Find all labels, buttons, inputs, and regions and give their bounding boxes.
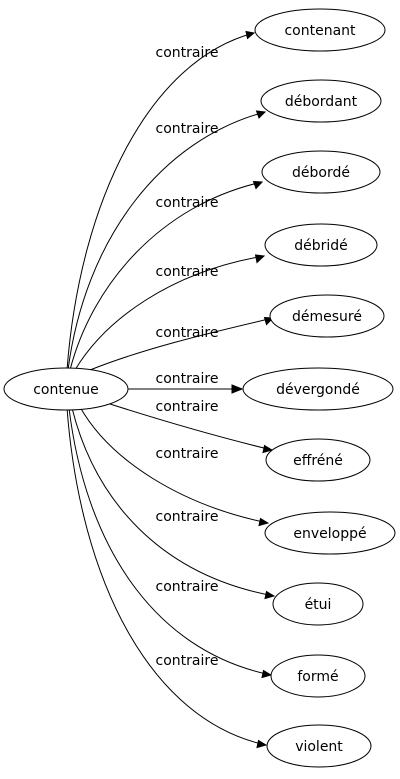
node-enveloppe-shape [264, 511, 396, 555]
edge-label-forme: contraire [156, 579, 219, 595]
node-violent-label: violent [295, 739, 343, 755]
edge-arrow-forme [261, 669, 273, 679]
node-effrene-label: effréné [293, 453, 343, 469]
edge-label-etui: contraire [156, 509, 219, 525]
node-debride-shape [264, 223, 378, 267]
node-contenant: contenant [254, 8, 386, 52]
node-violent: violent [266, 724, 372, 768]
edge-arrow-contenant [245, 30, 256, 40]
node-contenant-label: contenant [284, 23, 356, 39]
node-contenant-shape [254, 8, 386, 52]
edge-label-violent: contraire [156, 653, 219, 669]
target-nodes-group: contenant débordant débordé débridé déme… [242, 8, 396, 768]
node-effrene: effréné [265, 438, 371, 482]
node-effrene-shape [265, 438, 371, 482]
node-deborde-label: débordé [292, 165, 350, 181]
edge-label-contenant: contraire [156, 45, 219, 61]
edge-label-effrene: contraire [156, 399, 219, 415]
edges-group [66, 30, 276, 749]
edge-demesure [89, 317, 274, 371]
node-etui-shape [272, 582, 364, 626]
node-demesure: démesuré [269, 294, 385, 338]
edge-enveloppe [79, 406, 269, 524]
edge-arrow-violent [256, 739, 268, 749]
edge-arrow-debride [254, 254, 266, 264]
edge-contenant [66, 32, 255, 371]
node-violent-shape [266, 724, 372, 768]
node-devergonde-label: dévergondé [276, 382, 360, 398]
edge-label-demesure: contraire [156, 325, 219, 341]
node-root-shape [3, 367, 129, 411]
node-demesure-label: démesuré [292, 309, 362, 325]
node-forme-shape [270, 654, 366, 698]
edge-arrow-effrene [262, 444, 274, 454]
edge-arrow-enveloppe [258, 517, 270, 527]
node-debordant-label: débordant [285, 94, 358, 110]
edge-label-debordant: contraire [156, 121, 219, 137]
edge-arrow-debordant [255, 110, 267, 119]
node-debordant-shape [260, 79, 382, 123]
node-devergonde: dévergondé [242, 367, 394, 411]
edge-debride [74, 255, 265, 371]
edge-arrow-devergonde [231, 384, 244, 394]
node-enveloppe: enveloppé [264, 511, 396, 555]
edge-arrow-deborde [252, 180, 264, 190]
node-root: contenue [3, 367, 129, 411]
edge-etui [71, 407, 275, 597]
edge-label-devergonde: contraire [156, 371, 219, 387]
node-devergonde-shape [242, 367, 394, 411]
edge-debordant [67, 111, 266, 371]
edge-label-deborde: contraire [156, 195, 219, 211]
edge-violent [66, 407, 267, 746]
node-deborde: débordé [261, 150, 381, 194]
node-etui: étui [272, 582, 364, 626]
node-deborde-shape [261, 150, 381, 194]
node-demesure-shape [269, 294, 385, 338]
edge-labels-group: contraire contraire contraire contraire … [156, 45, 219, 669]
node-forme: formé [270, 654, 366, 698]
node-root-label: contenue [33, 382, 99, 398]
node-enveloppe-label: enveloppé [293, 526, 366, 542]
node-debride-label: débridé [294, 238, 348, 254]
node-forme-label: formé [297, 669, 338, 685]
edge-label-enveloppe: contraire [156, 446, 219, 462]
node-debordant: débordant [260, 79, 382, 123]
edge-effrene [109, 403, 273, 451]
edge-deborde [69, 181, 263, 371]
edge-arrow-etui [264, 590, 276, 600]
edge-label-debride: contraire [156, 264, 219, 280]
node-debride: débridé [264, 223, 378, 267]
node-etui-label: étui [305, 597, 332, 613]
edge-forme [68, 407, 272, 676]
